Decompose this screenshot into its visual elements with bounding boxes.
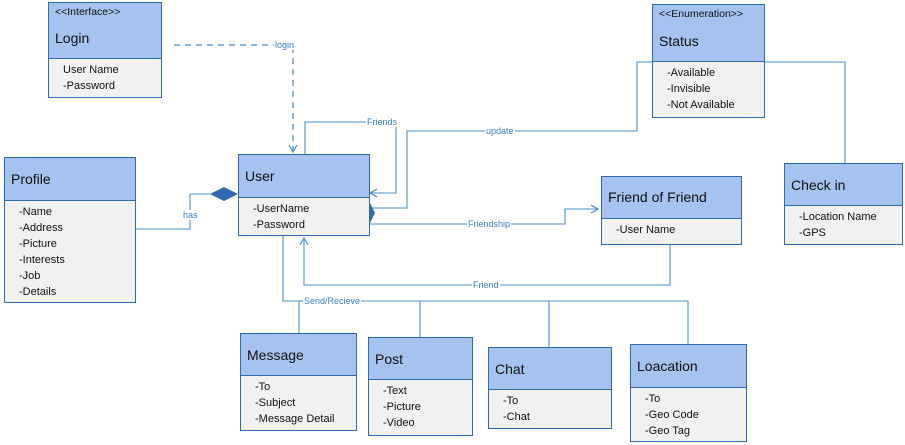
message-attr: -To (255, 381, 271, 393)
status-attr: -Available (667, 67, 716, 79)
post-attr: -Video (383, 417, 415, 429)
post-class-name: Post (375, 351, 404, 367)
message-class[interactable]: Message -To -Subject -Message Detail (240, 333, 357, 431)
profile-class-header: Profile (5, 158, 135, 201)
checkin-class[interactable]: Check in -Location Name -GPS (784, 163, 903, 245)
location-attr: -To (645, 393, 661, 405)
friends-label: Friends (366, 117, 399, 127)
chat-attr: -To (503, 395, 519, 407)
message-class-header: Message (241, 334, 356, 376)
login-attr: -Password (63, 80, 115, 92)
update-label: update (485, 126, 515, 136)
profile-attr: -Picture (19, 238, 57, 250)
has-connector (136, 193, 210, 230)
has-label: has (182, 210, 199, 220)
login-label: login (274, 40, 296, 50)
status-attributes: -Available -Invisible -Not Available (653, 62, 764, 113)
friend-of-friend-attr: -User Name (616, 224, 676, 236)
chat-attr: -Chat (503, 411, 530, 423)
post-attr: -Picture (383, 401, 421, 413)
status-attr: -Not Available (667, 99, 735, 111)
login-attributes: User Name -Password (49, 59, 161, 94)
friendship-label: Friendship (467, 219, 512, 229)
post-class[interactable]: Post -Text -Picture -Video (368, 337, 473, 436)
chat-class[interactable]: Chat -To -Chat (488, 347, 612, 429)
has-diamond (210, 187, 238, 201)
status-class-header: <<Enumeration>> Status (653, 5, 764, 62)
checkin-connector (765, 61, 846, 163)
login-attr: User Name (63, 64, 119, 76)
login-class-name: Login (55, 30, 90, 46)
message-class-name: Message (247, 347, 304, 363)
friend-of-friend-class[interactable]: Friend of Friend -User Name (601, 176, 742, 245)
friend-of-friend-header: Friend of Friend (602, 177, 741, 219)
user-class-header: User (239, 155, 369, 198)
post-class-header: Post (369, 338, 472, 380)
login-class-header: <<Interface>> Login (49, 3, 161, 59)
login-stereotype: <<Interface>> (55, 6, 121, 18)
friend-label: Friend (472, 280, 500, 290)
profile-attributes: -Name -Address -Picture -Interests -Job … (5, 201, 135, 300)
user-class-name: User (245, 168, 275, 184)
chat-class-name: Chat (495, 361, 525, 377)
user-attr: -Password (253, 219, 305, 231)
checkin-attr: -Location Name (799, 211, 877, 223)
send-receive-connector (282, 236, 689, 347)
message-attr: -Subject (255, 397, 296, 409)
checkin-class-name: Check in (791, 177, 846, 193)
profile-class[interactable]: Profile -Name -Address -Picture -Interes… (4, 157, 136, 303)
user-attributes: -UserName -Password (239, 198, 369, 233)
login-class[interactable]: <<Interface>> Login User Name -Password (48, 2, 162, 98)
chat-class-header: Chat (489, 348, 611, 390)
friend-of-friend-name: Friend of Friend (608, 189, 707, 205)
location-attributes: -To -Geo Code -Geo Tag (631, 388, 746, 439)
post-attr: -Text (383, 385, 407, 397)
checkin-attributes: -Location Name -GPS (785, 206, 902, 241)
location-attr: -Geo Tag (645, 425, 691, 437)
user-attr: -UserName (253, 203, 310, 215)
message-attributes: -To -Subject -Message Detail (241, 376, 356, 427)
checkin-attr: -GPS (799, 227, 826, 239)
profile-attr: -Details (19, 286, 57, 298)
chat-attributes: -To -Chat (489, 390, 611, 425)
profile-attr: -Name (19, 206, 53, 218)
location-attr: -Geo Code (645, 409, 699, 421)
status-stereotype: <<Enumeration>> (659, 8, 744, 20)
update-connector (370, 61, 652, 209)
location-class[interactable]: Loacation -To -Geo Code -Geo Tag (630, 344, 747, 442)
profile-attr: -Job (19, 270, 41, 282)
status-attr: -Invisible (667, 83, 711, 95)
profile-attr: -Interests (19, 254, 65, 266)
message-attr: -Message Detail (255, 413, 335, 425)
user-class[interactable]: User -UserName -Password (238, 154, 370, 236)
profile-class-name: Profile (11, 171, 51, 187)
location-class-header: Loacation (631, 345, 746, 388)
profile-attr: -Address (19, 222, 64, 234)
login-connector (174, 44, 298, 154)
status-class-name: Status (659, 33, 699, 49)
location-class-name: Loacation (637, 358, 698, 374)
send-receive-label: Send/Recieve (303, 296, 362, 306)
status-class[interactable]: <<Enumeration>> Status -Available -Invis… (652, 4, 765, 118)
friend-connector (299, 236, 671, 286)
post-attributes: -Text -Picture -Video (369, 380, 472, 431)
checkin-class-header: Check in (785, 164, 902, 206)
friend-of-friend-attributes: -User Name (602, 219, 741, 238)
